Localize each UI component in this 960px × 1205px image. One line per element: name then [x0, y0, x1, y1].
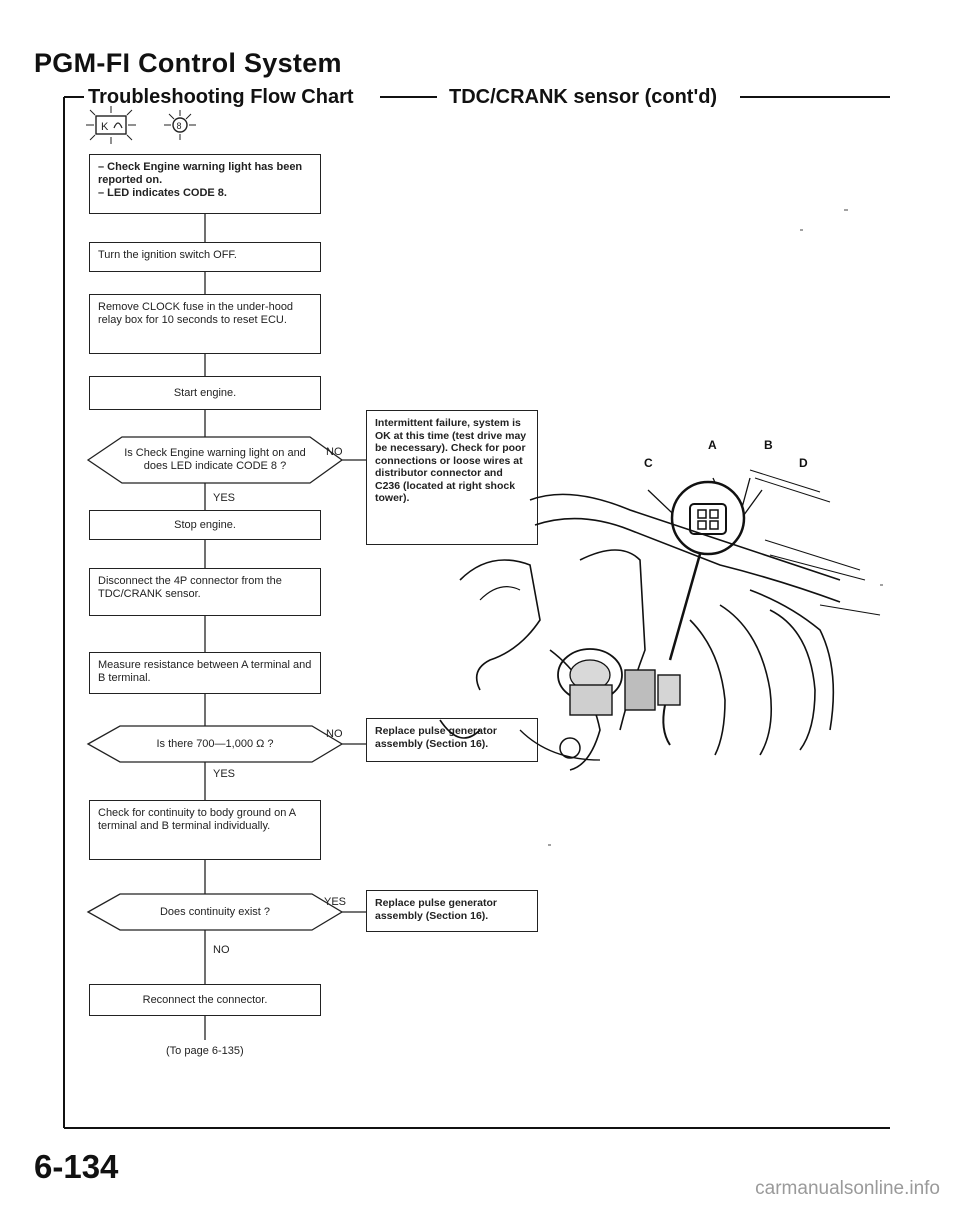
- step-remove-fuse-text: Remove CLOCK fuse in the under-hood rela…: [98, 301, 294, 326]
- step-measure-text: Measure resistance between A terminal an…: [98, 659, 312, 684]
- decision-resistance: Is there 700—1,000 Ω ?: [156, 738, 274, 750]
- watermark: carmanualsonline.info: [755, 1178, 940, 1199]
- led-code-icon: 8: [164, 110, 196, 140]
- replace-pulse-generator-2: Replace pulse generator assembly (Sectio…: [366, 890, 538, 932]
- step-disconnect-connector: Disconnect the 4P connector from the TDC…: [89, 568, 321, 616]
- decision-code8: Is Check Engine warning light on and doe…: [124, 447, 306, 472]
- terminal-label-b: B: [764, 438, 773, 452]
- replace-pulse-generator-2-text: Replace pulse generator assembly (Sectio…: [375, 897, 497, 922]
- step-start-engine: Start engine.: [89, 376, 321, 410]
- step-disconnect-text: Disconnect the 4P connector from the TDC…: [98, 575, 282, 600]
- page-title: PGM-FI Control System: [34, 48, 342, 78]
- svg-text:K: K: [101, 121, 109, 133]
- start-condition-line-1: – Check Engine warning light has been re…: [98, 161, 303, 186]
- step-ignition-off: Turn the ignition switch OFF.: [89, 242, 321, 272]
- check-engine-light-icon: K: [86, 106, 136, 144]
- step-check-continuity-text: Check for continuity to body ground on A…: [98, 807, 296, 832]
- replace-pulse-generator-1-text: Replace pulse generator assembly (Sectio…: [375, 725, 497, 750]
- yes-label-1: YES: [213, 492, 236, 504]
- continue-note: (To page 6-135): [166, 1045, 244, 1057]
- intermittent-failure-text: Intermittent failure, system is OK at th…: [375, 417, 527, 504]
- terminal-label-d: D: [799, 456, 808, 470]
- step-stop-engine: Stop engine.: [89, 510, 321, 540]
- no-label-2: NO: [326, 728, 343, 740]
- intermittent-failure-note: Intermittent failure, system is OK at th…: [366, 410, 538, 545]
- step-measure-resistance: Measure resistance between A terminal an…: [89, 652, 321, 694]
- replace-pulse-generator-1: Replace pulse generator assembly (Sectio…: [366, 718, 538, 762]
- sensor-subtitle: TDC/CRANK sensor (cont'd): [449, 86, 718, 108]
- yes-label-2: YES: [213, 768, 236, 780]
- terminal-label-a: A: [708, 438, 717, 452]
- page-number: 6-134: [34, 1148, 119, 1185]
- no-label-3: NO: [213, 944, 230, 956]
- step-ignition-off-text: Turn the ignition switch OFF.: [98, 249, 237, 261]
- step-start-engine-text: Start engine.: [173, 386, 237, 399]
- step-check-continuity: Check for continuity to body ground on A…: [89, 800, 321, 860]
- section-subtitle: Troubleshooting Flow Chart: [88, 86, 354, 108]
- yes-label-3: YES: [324, 896, 347, 908]
- terminal-label-c: C: [644, 456, 653, 470]
- decision-continuity: Does continuity exist ?: [159, 906, 271, 918]
- step-stop-engine-text: Stop engine.: [174, 518, 236, 531]
- step-remove-fuse: Remove CLOCK fuse in the under-hood rela…: [89, 294, 321, 354]
- start-condition-box: – Check Engine warning light has been re…: [89, 154, 321, 214]
- svg-text:8: 8: [177, 121, 182, 131]
- step-reconnect-text: Reconnect the connector.: [142, 993, 268, 1006]
- engine-illustration: [439, 469, 881, 771]
- step-reconnect: Reconnect the connector.: [89, 984, 321, 1016]
- no-label-1: NO: [326, 446, 343, 458]
- start-condition-line-2: – LED indicates CODE 8.: [98, 187, 227, 199]
